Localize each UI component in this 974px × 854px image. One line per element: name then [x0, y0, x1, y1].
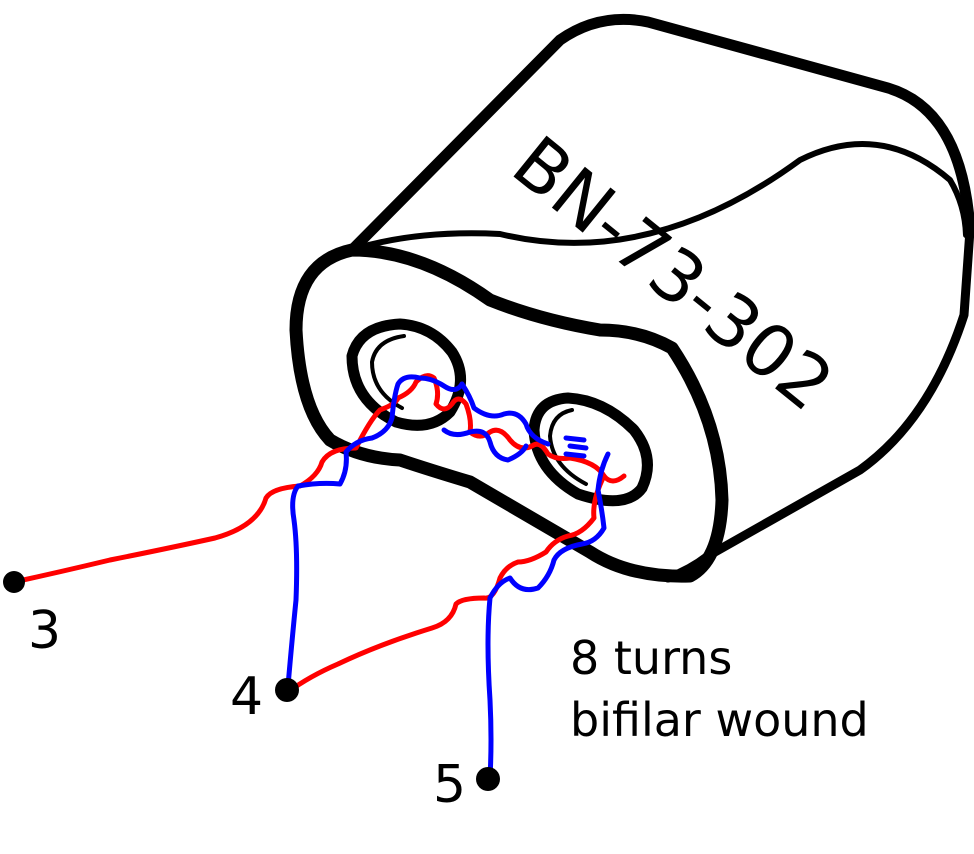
- blue-wire-lead-4: [285, 374, 465, 689]
- red-wire-lead-3: [11, 395, 401, 585]
- terminal-5-label: 5: [433, 755, 466, 815]
- blue-winding: [285, 374, 611, 781]
- ferrite-core: [289, 13, 974, 583]
- core-right-hole: [528, 392, 653, 507]
- terminal-3-dot: [3, 571, 25, 593]
- red-wire-lead-4: [285, 473, 607, 695]
- terminal-4-dot: [275, 678, 299, 702]
- terminal-4-label: 4: [230, 667, 263, 727]
- terminal-3-label: 3: [28, 601, 61, 661]
- blue-wire-turns: [441, 381, 589, 463]
- core-right-edge: [663, 225, 974, 583]
- blue-wire-lead-5: [485, 451, 611, 781]
- core-top-edge: [346, 13, 974, 256]
- core-front-face: [289, 243, 729, 583]
- core-left-hole: [346, 318, 466, 431]
- core-top-surface-line: [355, 141, 969, 251]
- terminal-5-dot: [476, 767, 500, 791]
- winding-note-line2: bifilar wound: [570, 693, 869, 747]
- winding-note-line1: 8 turns: [570, 631, 732, 685]
- core-right-hole-inner: [548, 408, 588, 486]
- core-left-hole-inner: [370, 334, 406, 410]
- terminal-markers: [3, 571, 500, 791]
